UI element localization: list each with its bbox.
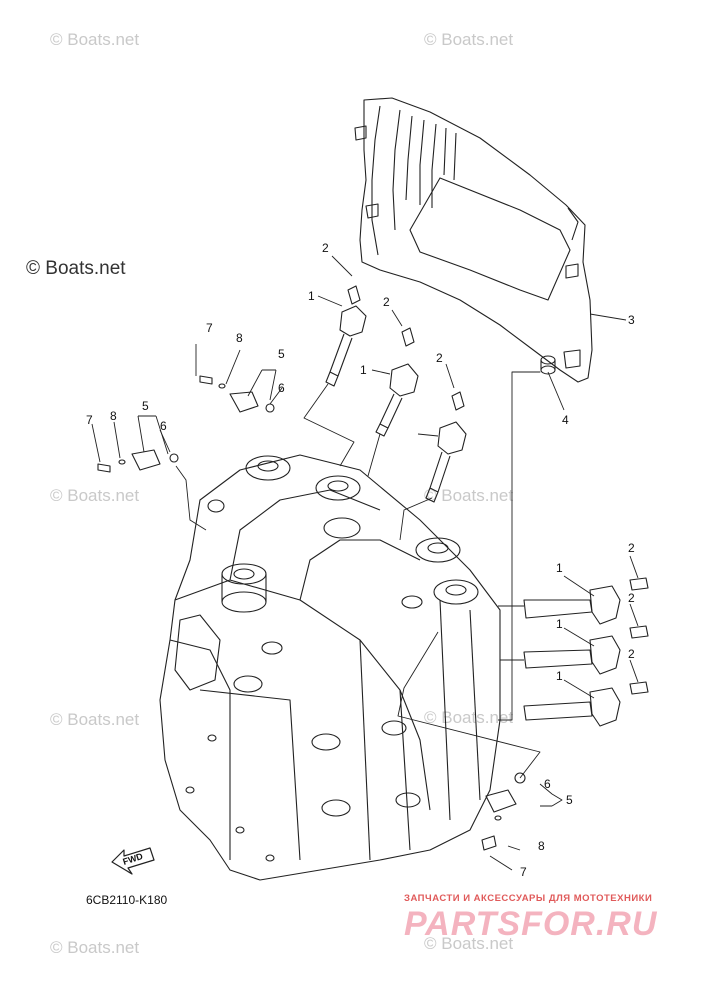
engine-block — [159, 454, 501, 881]
callout-label: 2 — [436, 351, 443, 365]
watermark: © Boats.net — [50, 710, 140, 729]
ignition-coil-side-2 — [523, 625, 649, 675]
ignition-coil-cover — [354, 97, 593, 383]
watermark: © Boats.net — [50, 938, 140, 957]
callout-label: 1 — [556, 617, 563, 631]
watermark: © Boats.net — [50, 486, 140, 505]
ignition-coil-top-3 — [425, 391, 467, 503]
callout-label: 1 — [556, 561, 563, 575]
callout-label: 3 — [628, 313, 635, 327]
callout-label: 6 — [544, 777, 551, 791]
callout-label: 6 — [278, 381, 285, 395]
callout-label: 5 — [142, 399, 149, 413]
callout-label: 5 — [278, 347, 285, 361]
sensor-left — [97, 449, 179, 473]
callout-label: 2 — [322, 241, 329, 255]
watermark: © Boats.net — [424, 30, 514, 49]
ignition-coil-top-1 — [325, 285, 367, 387]
callout-label: 6 — [160, 419, 167, 433]
callout-label: 5 — [566, 793, 573, 807]
ignition-coil-top-2 — [375, 327, 419, 437]
sensor-lower — [481, 772, 526, 851]
callout-label: 8 — [110, 409, 117, 423]
ignition-coil-side-1 — [523, 577, 649, 625]
sensor-upper — [199, 375, 275, 413]
watermark: © Boats.net — [424, 708, 514, 727]
callout-label: 2 — [383, 295, 390, 309]
fwd-arrow-icon — [111, 847, 155, 875]
watermark: © Boats.net — [424, 934, 514, 953]
callout-label: 2 — [628, 541, 635, 555]
callout-label: 8 — [538, 839, 545, 853]
callout-label: 7 — [520, 865, 527, 879]
diagram-code: 6CB2110-K180 — [86, 893, 168, 907]
promo-tagline: ЗАПЧАСТИ И АКСЕССУАРЫ ДЛЯ МОТОТЕХНИКИ — [404, 893, 653, 904]
callout-label: 2 — [628, 647, 635, 661]
leader-lines — [91, 255, 639, 871]
ignition-coil-side-3 — [523, 681, 649, 727]
callout-label: 2 — [628, 591, 635, 605]
callout-label: 4 — [562, 413, 569, 427]
watermark: © Boats.net — [26, 258, 126, 279]
watermark: © Boats.net — [424, 486, 514, 505]
callout-label: 8 — [236, 331, 243, 345]
callout-label: 7 — [86, 413, 93, 427]
watermark: © Boats.net — [50, 30, 140, 49]
callout-label: 7 — [206, 321, 213, 335]
grommet — [540, 355, 556, 375]
promo-logo: PARTSFOR.RU — [404, 905, 658, 943]
callout-label: 1 — [556, 669, 563, 683]
callout-label: 1 — [308, 289, 315, 303]
callout-label: 1 — [360, 363, 367, 377]
